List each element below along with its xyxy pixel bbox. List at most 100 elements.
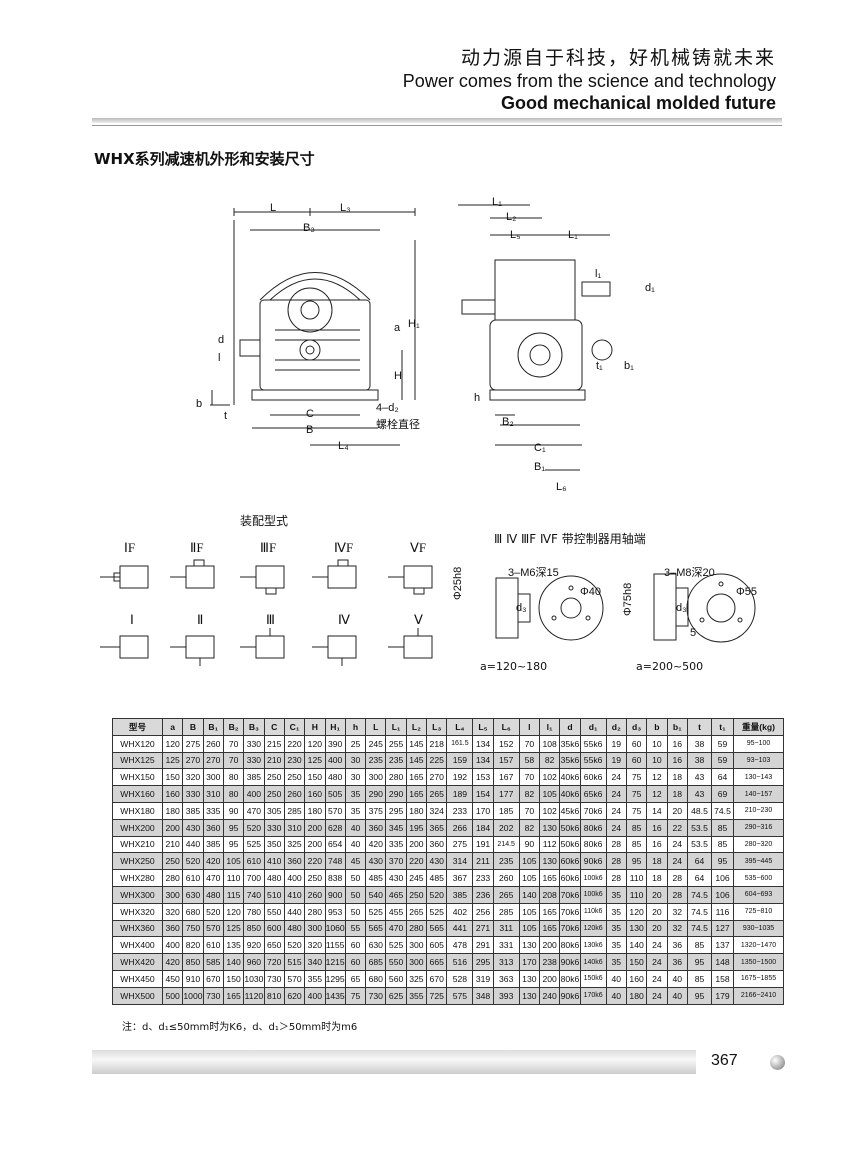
table-cell: 70: [518, 734, 541, 753]
dim-B: B: [306, 424, 314, 436]
table-cell: 75: [625, 801, 648, 820]
table-cell: 838: [324, 869, 346, 887]
table-cell: 35: [344, 785, 367, 803]
table-cell: 60: [625, 751, 648, 770]
table-cell: 191: [472, 835, 494, 854]
table-cell: 112: [538, 835, 561, 854]
table-cell: 220: [405, 852, 428, 871]
table-cell: 130: [538, 852, 561, 871]
table-cell: 180: [405, 801, 428, 820]
mounting-5F: ⅤF: [410, 540, 427, 555]
table-cell: 105: [538, 785, 561, 803]
table-cell: 220: [283, 734, 306, 753]
table-cell: 260: [304, 885, 326, 904]
table-cell: 395~445: [733, 852, 784, 871]
table-cell: 179: [711, 986, 734, 1005]
table-cell: 70: [222, 751, 245, 770]
table-cell: 24: [646, 953, 668, 971]
table-cell: 45k6: [559, 801, 581, 820]
table-cell: 80k6: [579, 818, 607, 837]
control-d55: Φ55: [736, 586, 758, 598]
table-cell: 85: [625, 835, 648, 854]
table-cell: 24: [646, 969, 668, 988]
table-cell: 200: [161, 818, 184, 837]
table-cell: 550: [385, 953, 407, 971]
table-cell: 385: [202, 835, 224, 854]
table-cell: 105: [518, 852, 541, 871]
mounting-4F: ⅣF: [334, 540, 354, 555]
table-cell: 325: [405, 969, 428, 988]
table-cell: 120: [625, 902, 648, 921]
dim-H1: H₁: [408, 318, 420, 330]
page-number: 367: [711, 1052, 738, 1069]
dim-L5: L₅: [510, 229, 521, 241]
table-cell: 233: [472, 869, 494, 887]
table-cell: 28: [666, 869, 689, 887]
table-cell: 145: [405, 734, 428, 753]
table-cell: 125: [222, 919, 245, 938]
table-cell: 177: [492, 785, 520, 803]
table-cell: 565: [426, 919, 448, 938]
table-cell: 200: [538, 969, 561, 988]
table-cell: 102: [538, 768, 561, 787]
table-cell: 90k6: [579, 852, 607, 871]
table-header-cell: H₁: [324, 718, 346, 736]
table-cell: 108: [538, 734, 561, 753]
table-header-cell: 重量(kg): [733, 718, 784, 736]
table-cell: 60k6: [559, 852, 581, 871]
table-cell: 280~320: [733, 835, 784, 854]
table-cell: 10: [646, 751, 668, 770]
table-cell: 355: [405, 986, 428, 1005]
table-cell: 50: [344, 902, 367, 921]
table-cell: 1000: [182, 986, 204, 1005]
table-cell: 70k6: [579, 801, 607, 820]
table-cell: 12: [646, 768, 668, 787]
table-header-cell: L: [365, 718, 387, 736]
mounting-1F: ⅠF: [124, 540, 136, 555]
table-cell: 430: [182, 818, 204, 837]
table-cell: 16: [646, 835, 668, 854]
table-cell: 25: [344, 734, 367, 753]
table-cell: 184: [472, 818, 494, 837]
table-cell: 540: [365, 885, 387, 904]
table-cell: 12: [646, 785, 668, 803]
table-cell: WHX450: [112, 969, 163, 988]
table-cell: 130k6: [579, 936, 607, 955]
table-cell: 90k6: [559, 953, 581, 971]
table-cell: 82: [538, 751, 561, 770]
table-cell: 250: [263, 785, 285, 803]
table-cell: 130: [518, 986, 541, 1005]
table-cell: 750: [182, 919, 204, 938]
table-cell: 630: [365, 936, 387, 955]
table-cell: 348: [472, 986, 494, 1005]
table-cell: 28: [605, 869, 627, 887]
section-title: WHX系列减速机外形和安装尺寸: [94, 150, 315, 168]
table-cell: 680: [365, 969, 387, 988]
table-header-cell: B₂: [222, 718, 245, 736]
table-cell: 330: [243, 751, 265, 770]
table-cell: 480: [283, 919, 306, 938]
table-header-cell: L₁: [385, 718, 407, 736]
table-cell: 210~230: [733, 801, 784, 820]
table-cell: 520: [202, 902, 224, 921]
table-cell: 225: [426, 751, 448, 770]
table-header-cell: h: [344, 718, 367, 736]
table-cell: 324: [426, 801, 448, 820]
table-cell: 106: [711, 885, 734, 904]
dim-l1: l₁: [595, 268, 602, 280]
table-cell: 95: [222, 818, 245, 837]
table-cell: 290: [385, 785, 407, 803]
table-cell: 48.5: [687, 801, 712, 820]
table-cell: 154: [472, 785, 494, 803]
table-cell: 167: [492, 768, 520, 787]
table-cell: 295: [385, 801, 407, 820]
table-cell: 53.5: [687, 818, 712, 837]
table-cell: 130: [518, 936, 541, 955]
table-cell: 375: [365, 801, 387, 820]
table-cell: 360: [365, 818, 387, 837]
dim-bolt-note: 螺栓直径: [376, 419, 420, 431]
table-cell: 340: [304, 953, 326, 971]
table-cell: 350: [263, 835, 285, 854]
table-cell: 960: [243, 953, 265, 971]
